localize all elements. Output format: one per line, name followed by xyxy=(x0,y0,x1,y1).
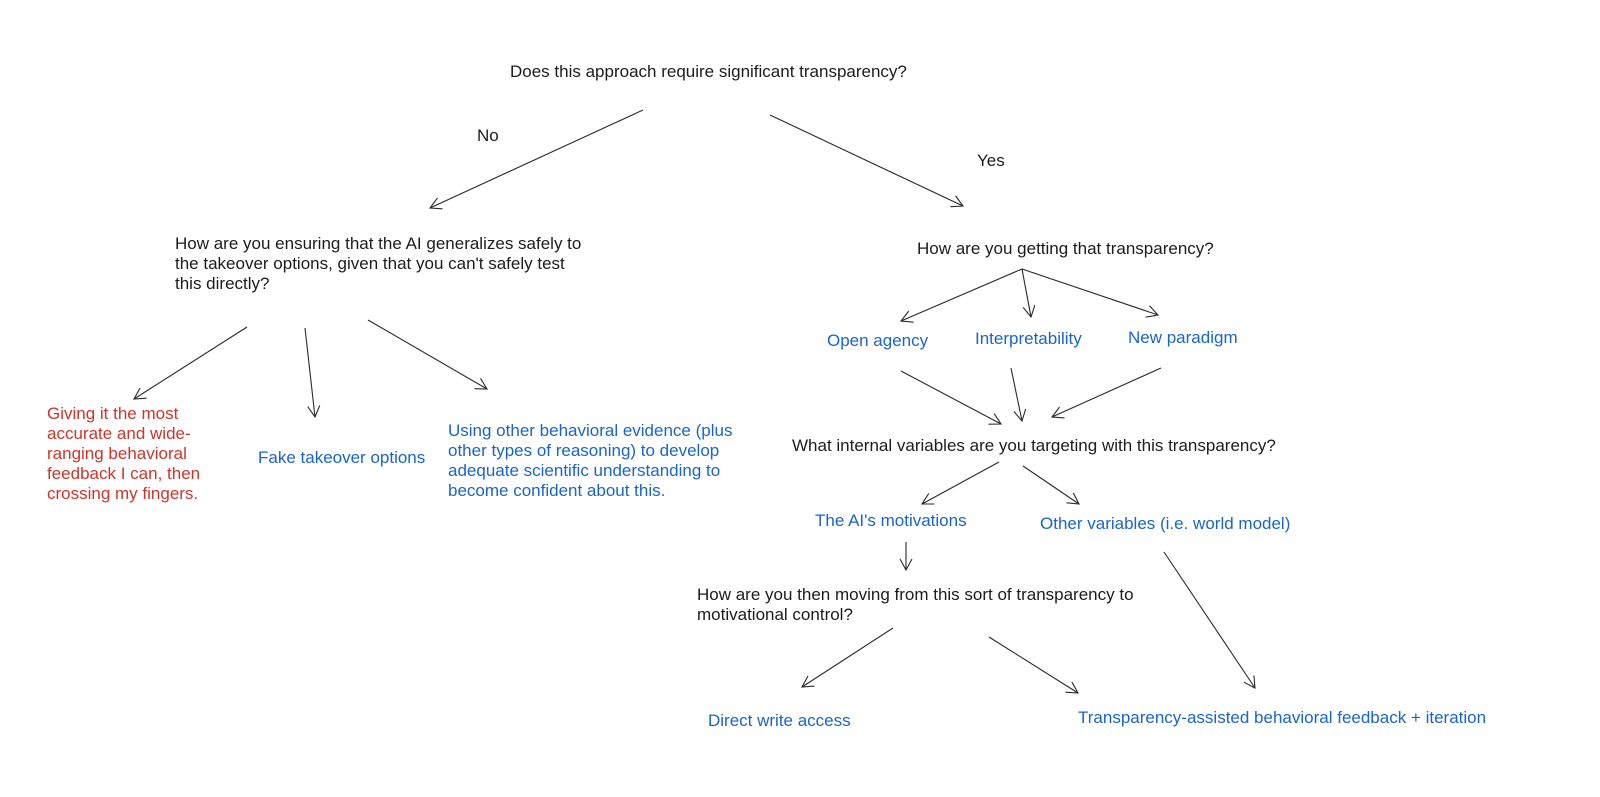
edge-opt_other_variables-to-leaf_transparency_assisted xyxy=(1163,551,1256,689)
leaf-fake-takeover-options: Fake takeover options xyxy=(258,448,426,467)
option-open-agency: Open agency xyxy=(827,331,929,350)
edge-label-no: No xyxy=(477,126,499,145)
edge-opt_interpretability-to-q_internal_variables xyxy=(1010,367,1027,423)
edge-q_root-to-q_getting_transparency xyxy=(769,114,965,208)
leaf-crossing-fingers: Giving it the most accurate and wide- ra… xyxy=(47,404,201,503)
option-other-variables: Other variables (i.e. world model) xyxy=(1040,514,1291,533)
option-new-paradigm: New paradigm xyxy=(1128,328,1238,347)
edge-q_getting_transparency-to-opt_new_paradigm xyxy=(1021,268,1160,318)
edge-q_root-to-q_generalize xyxy=(428,109,644,210)
question-internal-variables: What internal variables are you targetin… xyxy=(792,436,1276,455)
leaf-transparency-assisted-feedback: Transparency-assisted behavioral feedbac… xyxy=(1078,708,1487,727)
question-generalize-safely: How are you ensuring that the AI general… xyxy=(175,234,582,293)
option-ai-motivations: The AI's motivations xyxy=(815,511,967,530)
edge-opt_new_paradigm-to-q_internal_variables xyxy=(1050,367,1162,419)
edge-q_generalize-to-leaf_other_evidence xyxy=(367,319,488,390)
edge-q_getting_transparency-to-opt_open_agency xyxy=(899,268,1023,323)
edge-q_motivational_control-to-leaf_direct_write xyxy=(801,627,894,688)
question-getting-transparency: How are you getting that transparency? xyxy=(917,239,1214,258)
edge-opt_open_agency-to-q_internal_variables xyxy=(900,370,1003,425)
edge-q_internal_variables-to-opt_other_variables xyxy=(1022,465,1080,505)
edge-q_generalize-to-leaf_fake_takeover xyxy=(304,327,321,419)
leaf-other-behavioral-evidence: Using other behavioral evidence (plus ot… xyxy=(448,421,733,500)
question-root: Does this approach require significant t… xyxy=(510,62,907,81)
edge-q_generalize-to-leaf_fingers xyxy=(133,326,248,400)
question-motivational-control: How are you then moving from this sort o… xyxy=(697,585,1134,624)
leaf-direct-write-access: Direct write access xyxy=(708,711,851,730)
option-interpretability: Interpretability xyxy=(975,329,1082,348)
edge-q_getting_transparency-to-opt_interpretability xyxy=(1021,268,1036,319)
edge-q_motivational_control-to-leaf_transparency_assisted xyxy=(988,636,1079,694)
edge-label-yes: Yes xyxy=(977,151,1005,170)
edge-q_internal_variables-to-opt_ai_motivations xyxy=(920,461,1000,505)
